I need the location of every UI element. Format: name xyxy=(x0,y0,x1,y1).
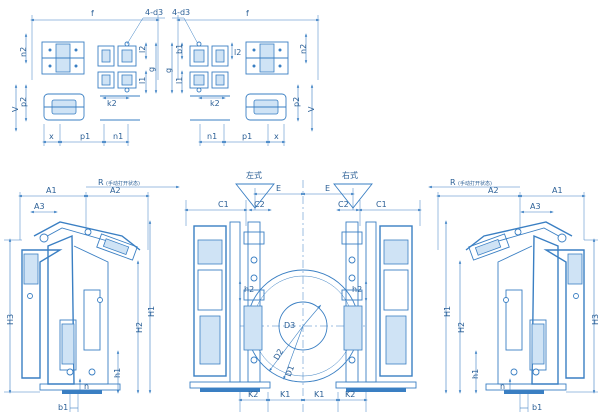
holes-4-d3-label: 4-d3 xyxy=(145,8,163,17)
dim-n-right-label: n xyxy=(500,382,505,391)
dim-k2-label: k2 xyxy=(107,99,117,108)
dim-H1-label: H1 xyxy=(147,306,156,317)
dim-f-label-right: f xyxy=(246,9,249,18)
dim-A2-label: A2 xyxy=(110,186,121,195)
dim-x-label-right: x xyxy=(274,132,279,141)
top-right-plan-view: f 4-d3 g b1 l1 l2 k2 n2 xyxy=(164,8,320,146)
dim-n2-label-right: n2 xyxy=(299,44,308,54)
dim-n1-label: n1 xyxy=(113,132,123,141)
dim-h2-left-label: h2 xyxy=(244,285,254,294)
dim-H1-right-label: H1 xyxy=(443,306,452,317)
dim-C2-left-label: C2 xyxy=(254,200,265,209)
dim-x-label: x xyxy=(49,132,54,141)
dim-l2-label: l2 xyxy=(138,46,147,53)
dim-E-left-label: E xyxy=(276,184,281,193)
dim-h1-label: h1 xyxy=(113,368,122,378)
left-type-label: 左式 xyxy=(246,170,262,180)
top-left-plan-view: f n2 4-d3 l2 l1 g k2 xyxy=(11,8,165,146)
dim-l2-label-right: l2 xyxy=(234,48,241,57)
dim-C1-left-label: C1 xyxy=(218,200,229,209)
dim-K1-right-label: K1 xyxy=(314,390,324,399)
holes-4-d3-label-right: 4-d3 xyxy=(172,8,190,17)
dim-h2-right-label: h2 xyxy=(352,285,362,294)
right-type-label: 右式 xyxy=(342,170,358,180)
dim-p2-label-right: p2 xyxy=(292,97,301,107)
dim-l1-label-right: l1 xyxy=(175,77,184,84)
dim-n-label: n xyxy=(84,382,89,391)
dim-A2-right-label: A2 xyxy=(488,186,499,195)
dim-f-label: f xyxy=(91,9,94,18)
dim-n2-label: n2 xyxy=(19,47,28,57)
dim-A3-right-label: A3 xyxy=(530,202,541,211)
dim-D2-label: D2 xyxy=(272,347,285,361)
dim-C2-right-label: C2 xyxy=(338,200,349,209)
dim-H2-label: H2 xyxy=(135,322,144,333)
dim-C1-right-label: C1 xyxy=(376,200,387,209)
dim-A3-label: A3 xyxy=(34,202,45,211)
dim-H3-right-label: H3 xyxy=(591,314,600,325)
dim-h1-right-label: h1 xyxy=(471,369,480,379)
dim-p2-label: p2 xyxy=(19,97,28,107)
dim-E-right-label: E xyxy=(325,184,330,193)
dim-b1-right-label: b1 xyxy=(532,403,542,412)
dim-R-label: R xyxy=(98,178,104,187)
dim-g-label: g xyxy=(147,67,156,72)
dim-p1-label: p1 xyxy=(80,132,90,141)
dim-V-label: V xyxy=(11,106,20,112)
dim-H2-right-label: H2 xyxy=(457,322,466,333)
dim-K2-right-label: K2 xyxy=(345,390,355,399)
right-side-view: A2 A1 R (手动打开状态) A3 H3 H1 xyxy=(428,178,600,412)
dim-l1-label: l1 xyxy=(138,77,147,84)
dim-D3-label: D3 xyxy=(284,321,295,330)
dim-R-right-label: R xyxy=(450,178,456,187)
dim-A1-label: A1 xyxy=(46,186,57,195)
dim-b1-label: b1 xyxy=(58,403,68,412)
dim-V-label-right: V xyxy=(307,106,316,112)
dim-K2-left-label: K2 xyxy=(248,390,258,399)
left-side-view: A1 A2 R (手动打开状态) A3 H3 H1 xyxy=(4,178,180,412)
dim-p1-label-right: p1 xyxy=(242,132,252,141)
dim-H3-label: H3 xyxy=(6,314,15,325)
dim-g-label-right: g xyxy=(164,68,173,73)
dim-k2-label-right: k2 xyxy=(210,99,220,108)
dim-R-note: (手动打开状态) xyxy=(106,180,140,187)
dim-K1-left-label: K1 xyxy=(280,390,290,399)
dim-R-right-note: (手动打开状态) xyxy=(458,180,492,187)
dim-b1-label-right: b1 xyxy=(175,44,184,54)
front-view: 左式 右式 E E C1 C2 C2 C1 D3 D2 xyxy=(184,170,422,412)
dim-D1-label: D1 xyxy=(284,364,296,378)
dim-n1-label-right: n1 xyxy=(207,132,217,141)
dim-A1-right-label: A1 xyxy=(552,186,563,195)
